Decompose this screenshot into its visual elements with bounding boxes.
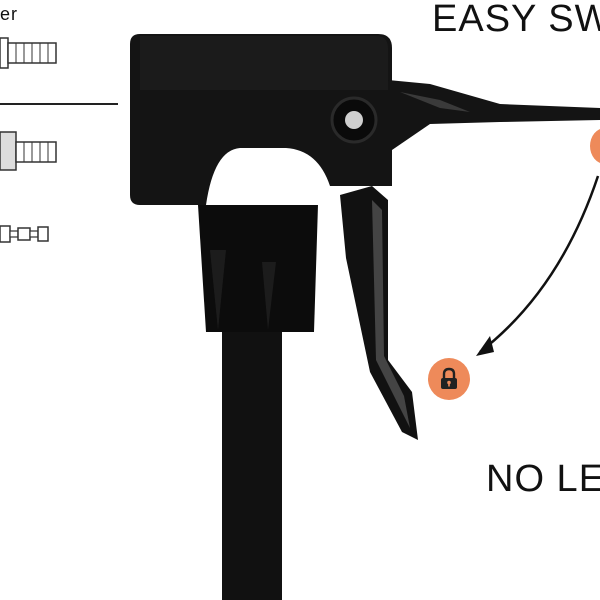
needle-adapter-icon [0,225,49,243]
schrader-adapter-icon [0,131,57,171]
valve-adapters-illustration [0,37,57,243]
lock-badge [428,358,470,400]
no-leak-caption: NO LE [486,458,600,500]
presta-adapter-icon [0,37,57,69]
unlock-badge [590,128,600,164]
lever-arm-top [388,80,600,150]
lock-icon [441,367,457,389]
pump-collar [198,205,318,332]
divider-line [0,103,118,105]
easy-swap-caption: EASY SW [432,0,600,40]
pump-hose [222,300,282,600]
adapter-caption: er [0,4,19,24]
